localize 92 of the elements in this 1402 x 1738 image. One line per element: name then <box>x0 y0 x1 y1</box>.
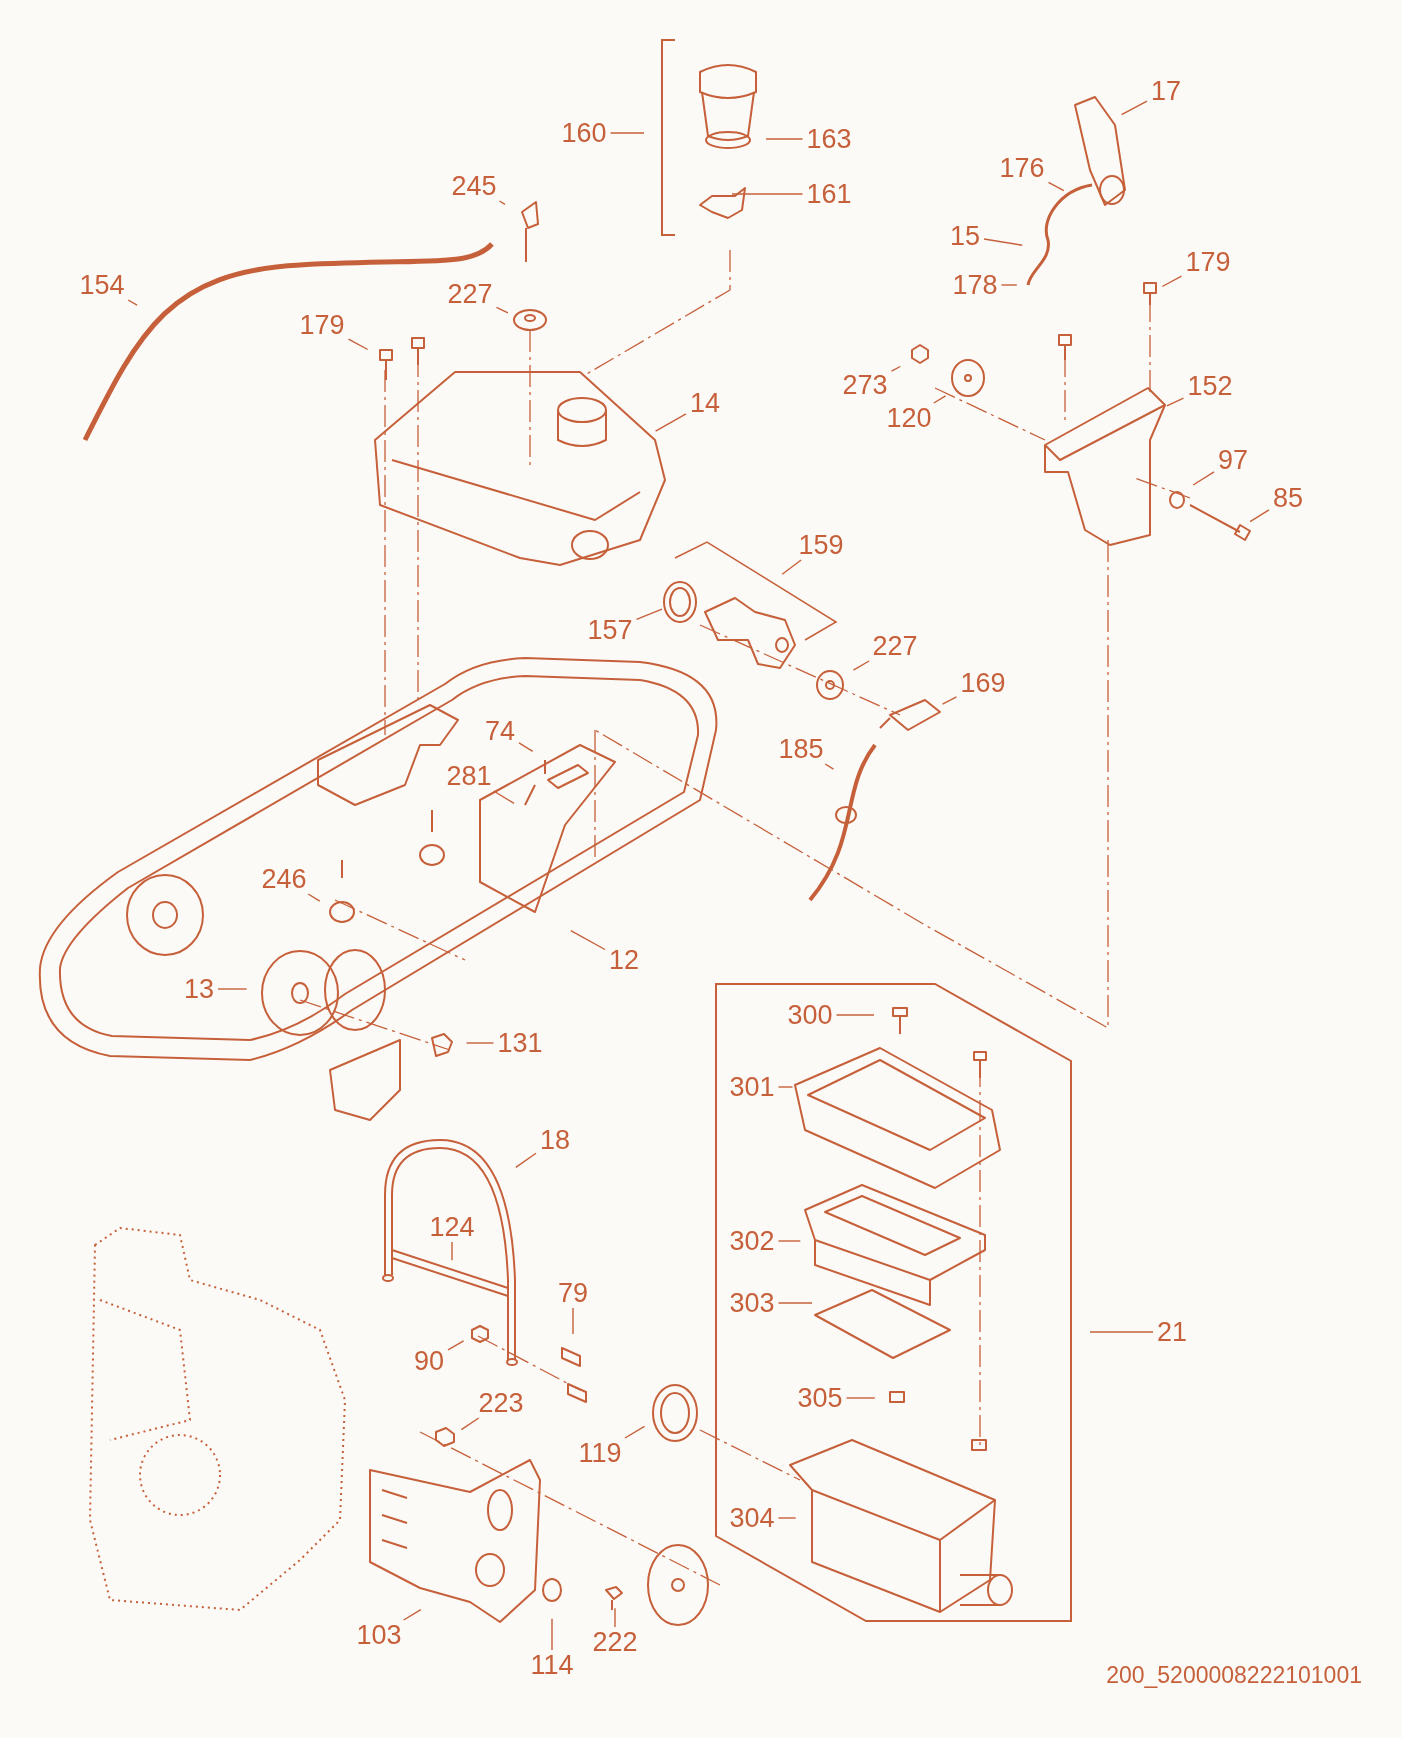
leader-line <box>307 893 321 902</box>
leader-line <box>731 193 804 195</box>
callout-number: 179 <box>297 311 347 339</box>
callout-number: 74 <box>483 717 517 745</box>
leader-line <box>1047 181 1065 192</box>
leader-line <box>447 1340 465 1351</box>
leader-line <box>495 306 509 314</box>
leader-line <box>515 1152 537 1169</box>
leader-line <box>845 1397 876 1399</box>
leader-line <box>933 395 947 404</box>
leader-line <box>451 1241 453 1261</box>
callout-number: 300 <box>785 1001 835 1029</box>
leader-line <box>570 930 606 951</box>
leader-line <box>983 238 1023 246</box>
callout-number: 161 <box>804 180 854 208</box>
callout-number: 160 <box>559 119 609 147</box>
callout-number: 273 <box>840 371 890 399</box>
leader-line <box>1089 1331 1154 1333</box>
leader-line <box>460 1417 480 1431</box>
leader-line <box>852 660 870 671</box>
callout-number: 163 <box>804 125 854 153</box>
leader-line <box>498 200 506 205</box>
callout-number: 119 <box>576 1439 624 1467</box>
leader-line <box>824 763 835 770</box>
callout-number: 17 <box>1149 77 1183 105</box>
callout-number: 131 <box>495 1029 545 1057</box>
callout-number: 154 <box>77 271 127 299</box>
callout-number: 90 <box>412 1347 446 1375</box>
leader-line <box>835 1014 875 1016</box>
leader-line <box>654 413 687 432</box>
callout-number: 21 <box>1155 1318 1189 1346</box>
callout-number: 159 <box>796 531 846 559</box>
leader-line <box>781 559 802 575</box>
callout-number: 157 <box>585 616 635 644</box>
leader-line <box>1166 397 1185 407</box>
leader-line <box>1120 100 1148 116</box>
leader-line <box>572 1307 574 1335</box>
callout-number: 185 <box>776 735 826 763</box>
leader-line <box>1249 509 1270 523</box>
leader-line <box>609 132 645 134</box>
leader-line <box>635 608 663 621</box>
callout-number: 13 <box>182 975 216 1003</box>
callout-number: 227 <box>445 280 495 308</box>
callout-number: 120 <box>884 404 934 432</box>
leader-line <box>614 1607 616 1628</box>
callout-number: 245 <box>449 172 499 200</box>
callout-number: 302 <box>727 1227 777 1255</box>
callout-number: 246 <box>259 865 309 893</box>
callout-number: 15 <box>948 222 982 250</box>
drawing-number: 200_5200008222101001 <box>1106 1662 1362 1689</box>
leader-line <box>127 299 138 306</box>
callout-number: 301 <box>727 1073 777 1101</box>
callout-number: 178 <box>950 271 1000 299</box>
callout-number: 14 <box>688 389 722 417</box>
leader-line <box>551 1618 553 1651</box>
callout-number: 152 <box>1185 372 1235 400</box>
callout-number: 281 <box>444 762 494 790</box>
callout-number: 79 <box>556 1279 590 1307</box>
callout-number: 103 <box>354 1621 404 1649</box>
leader-line <box>624 1425 646 1439</box>
leader-line <box>777 1240 801 1242</box>
leader-line <box>465 1042 495 1044</box>
callout-number: 18 <box>538 1126 572 1154</box>
leader-line <box>1000 284 1018 286</box>
leader-line <box>347 338 369 351</box>
leader-line <box>890 365 901 372</box>
callout-number: 304 <box>727 1504 777 1532</box>
callout-number: 12 <box>607 946 641 974</box>
leader-line <box>217 988 248 990</box>
leader-line <box>1161 275 1183 288</box>
leader-line <box>493 790 515 805</box>
callout-number: 124 <box>427 1213 477 1241</box>
leader-line <box>518 742 534 753</box>
leader-line <box>777 1517 797 1519</box>
leader-line <box>777 1086 794 1088</box>
leader-line <box>777 1302 813 1304</box>
leader-line <box>765 138 804 140</box>
callout-number: 114 <box>528 1651 576 1679</box>
leader-line <box>1192 471 1215 486</box>
leader-line <box>403 1608 422 1621</box>
callout-number: 305 <box>795 1384 845 1412</box>
callout-number: 222 <box>590 1628 640 1656</box>
callout-number: 97 <box>1216 446 1250 474</box>
callout-number: 223 <box>476 1389 526 1417</box>
callout-number: 179 <box>1183 248 1233 276</box>
callout-number: 303 <box>727 1289 777 1317</box>
callout-number: 227 <box>870 632 920 660</box>
callout-number: 176 <box>997 154 1047 182</box>
sealing-ring <box>663 581 697 623</box>
callout-number: 169 <box>958 669 1008 697</box>
leader-line <box>941 696 958 705</box>
callout-number: 85 <box>1271 484 1305 512</box>
